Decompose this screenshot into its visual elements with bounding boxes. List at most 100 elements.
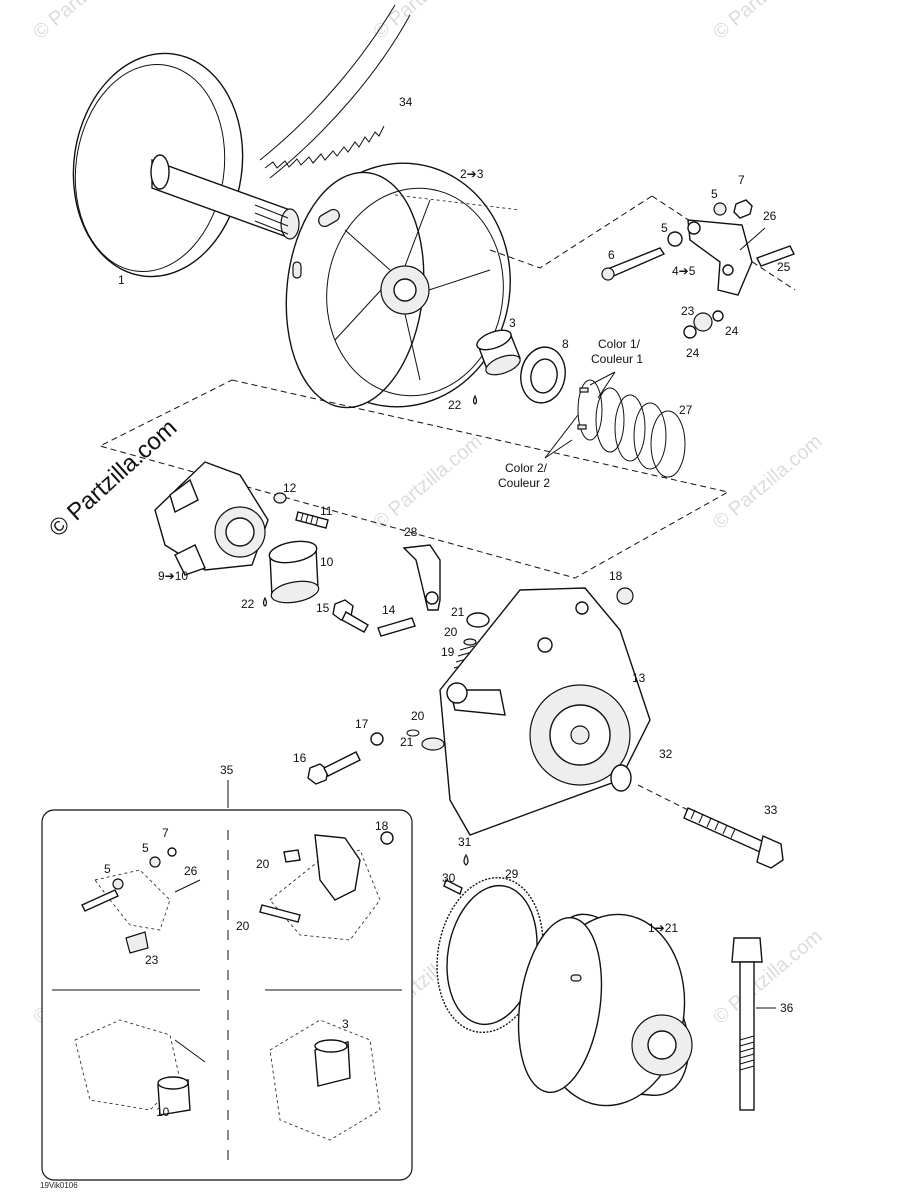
part-28-lever [402, 544, 441, 611]
callout-16: 16 [293, 751, 307, 765]
part-1-fixed-sheave [72, 52, 300, 278]
dashed-outline-middle [98, 379, 730, 579]
callout-29: 29 [505, 867, 519, 881]
leader-line [589, 371, 616, 386]
part-29-ring-gear [436, 876, 544, 1034]
callout-24b: 24 [686, 346, 700, 360]
inset-callout-5b: 5 [104, 862, 111, 876]
part-16-bolt [307, 751, 361, 785]
callout-18: 18 [609, 569, 623, 583]
callout-4-5: 4➔5 [672, 264, 696, 278]
callout-23: 23 [681, 304, 695, 318]
part-33-bolt [683, 807, 784, 869]
callout-33: 33 [764, 803, 778, 817]
callout-labels: 1 2➔3 3 4➔5 5 5 6 7 8 9➔10 10 11 12 13 1… [118, 95, 794, 1015]
part-15-screw [332, 599, 369, 633]
dashed-outline-upper [489, 195, 653, 269]
color-1-label: Color 1/ [598, 337, 641, 351]
watermark-text: © Partzilla.com [709, 430, 826, 533]
callout-25: 25 [777, 260, 791, 274]
color-1-label-fr: Couleur 1 [591, 352, 643, 366]
part-36-puller-bolt [731, 937, 763, 1111]
callout-2-3: 2➔3 [460, 167, 484, 181]
inset-callout-20a: 20 [256, 857, 270, 871]
leader-line [637, 784, 689, 811]
callout-26: 26 [763, 209, 777, 223]
lubricant-drop-icon [262, 596, 268, 607]
callout-20a: 20 [444, 625, 458, 639]
watermark-text: © Partzilla.com [369, 430, 486, 533]
callout-10: 10 [320, 555, 334, 569]
inset-callout-20b: 20 [236, 919, 250, 933]
part-9-spider [154, 461, 269, 576]
callout-32: 32 [659, 747, 673, 761]
callout-9-10: 9➔10 [158, 569, 188, 583]
callout-12: 12 [283, 481, 297, 495]
callout-14: 14 [382, 603, 396, 617]
inset-callout-18: 18 [375, 819, 389, 833]
lubricant-drop-icon [463, 853, 469, 866]
callout-8: 8 [562, 337, 569, 351]
lubricant-drop-icon [472, 394, 478, 405]
watermark-text: © Partzilla.com [369, 0, 486, 44]
callout-22a: 22 [448, 398, 462, 412]
part-30-screw [443, 879, 463, 895]
callout-5a: 5 [711, 187, 718, 201]
part-34-drive-belt [259, 4, 411, 179]
leader-line [597, 371, 616, 399]
leader-line [544, 439, 573, 459]
callout-30: 30 [442, 871, 456, 885]
part-32-washer [610, 764, 632, 792]
inset-callout-7: 7 [162, 826, 169, 840]
inset-callout-10: 10 [156, 1105, 170, 1119]
color-2-label-fr: Couleur 2 [498, 476, 550, 490]
callout-3: 3 [509, 316, 516, 330]
callout-6: 6 [608, 248, 615, 262]
callout-21a: 21 [451, 605, 465, 619]
leader-line [394, 194, 521, 211]
part-14-pin [377, 617, 416, 637]
callout-5b: 5 [661, 221, 668, 235]
callout-17: 17 [355, 717, 369, 731]
part-11-screw [273, 492, 329, 529]
callout-13: 13 [632, 671, 646, 685]
callout-7: 7 [738, 173, 745, 187]
part-4-lever-assembly [601, 199, 795, 339]
callout-22b: 22 [241, 597, 255, 611]
callout-20b: 20 [411, 709, 425, 723]
watermark-text: © Partzilla.com [709, 925, 826, 1028]
callout-35: 35 [220, 763, 234, 777]
part-21-roller [370, 612, 490, 751]
part-27-spring [577, 379, 686, 478]
callout-15: 15 [316, 601, 330, 615]
callout-28: 28 [404, 525, 418, 539]
part-10-bushing [268, 540, 320, 604]
inset-callout-labels: 5 5 7 26 23 18 20 20 10 3 [104, 819, 389, 1119]
callout-27: 27 [679, 403, 693, 417]
callout-1: 1 [118, 273, 125, 287]
leader-line [544, 414, 579, 459]
callout-21b: 21 [400, 735, 414, 749]
inset-callout-23: 23 [145, 953, 159, 967]
inset-callout-3: 3 [342, 1017, 349, 1031]
watermark-text: © Partzilla.com [29, 0, 146, 44]
inset-callout-5a: 5 [142, 841, 149, 855]
inset-box-35 [41, 780, 413, 1181]
drawing-reference: 19Vik0106 [40, 1181, 78, 1190]
callout-1-21: 1➔21 [648, 921, 678, 935]
part-13-housing [439, 587, 651, 836]
part-1-21-clutch-assembly [517, 913, 693, 1107]
callout-31: 31 [458, 835, 472, 849]
inset-callout-26: 26 [184, 864, 198, 878]
color-2-label: Color 2/ [505, 461, 548, 475]
callout-24a: 24 [725, 324, 739, 338]
part-2-movable-sheave [285, 162, 511, 409]
callout-19: 19 [441, 645, 455, 659]
callout-11: 11 [320, 504, 333, 518]
part-3-bushing [476, 329, 521, 376]
callout-34: 34 [399, 95, 413, 109]
callout-36: 36 [780, 1001, 794, 1015]
part-8-washer [520, 346, 566, 404]
watermark-text: © Partzilla.com [709, 0, 826, 44]
